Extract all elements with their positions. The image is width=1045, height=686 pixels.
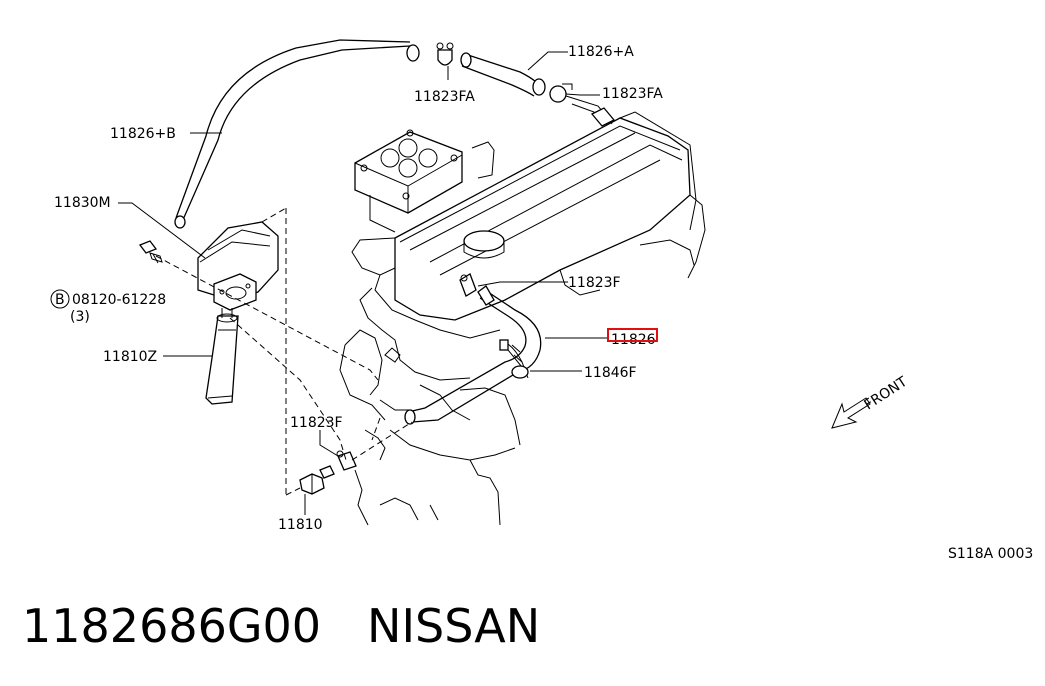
callout-11826-b: 11826+B xyxy=(110,126,176,142)
engine-block-drawing xyxy=(339,111,706,526)
bolt-08120-drawing xyxy=(138,240,163,264)
part-number: 1182686G00 xyxy=(22,599,322,653)
callout-08120-61228: 08120-61228 xyxy=(72,292,166,308)
front-label: FRONT xyxy=(861,374,910,414)
brand-name: NISSAN xyxy=(367,599,541,653)
callout-11810z: 11810Z xyxy=(103,349,157,365)
bracket-11846f-drawing xyxy=(499,339,529,379)
callout-11846f: 11846F xyxy=(584,365,637,381)
callout-11823fa-left: 11823FA xyxy=(414,89,475,105)
callout-11826-a: 11826+A xyxy=(568,44,634,60)
callout-11830m: 11830M xyxy=(54,195,111,211)
callout-11823fa-right: 11823FA xyxy=(602,86,663,102)
hose-11826-b xyxy=(174,39,420,229)
clamp-mid-drawing xyxy=(459,273,477,297)
part-footer: 1182686G00 NISSAN xyxy=(22,598,540,654)
drawing-id: S118A 0003 xyxy=(948,546,1033,562)
clamp-lower-drawing xyxy=(336,450,357,471)
bolt-badge-letter: B xyxy=(55,292,65,308)
highlight-box xyxy=(607,328,658,342)
callout-bolt-qty: (3) xyxy=(70,309,90,325)
hose-11826-a xyxy=(460,52,546,97)
bolt-callout: B 08120-61228 (3) xyxy=(50,289,166,325)
separator-11810z-drawing xyxy=(205,308,239,405)
front-arrow: FRONT xyxy=(831,374,911,429)
clamp-top-left-drawing xyxy=(436,42,454,66)
callout-11823f-lower: 11823F xyxy=(290,415,343,431)
callout-11823f-mid: 11823F xyxy=(568,275,621,291)
valve-11810-drawing xyxy=(299,465,335,495)
callout-11810: 11810 xyxy=(278,517,323,533)
leader-lines xyxy=(118,51,608,515)
cover-11830m-drawing xyxy=(197,221,279,311)
callout-11826-highlighted: 11826 xyxy=(607,328,658,348)
assembly-dashed-lines xyxy=(155,207,413,496)
